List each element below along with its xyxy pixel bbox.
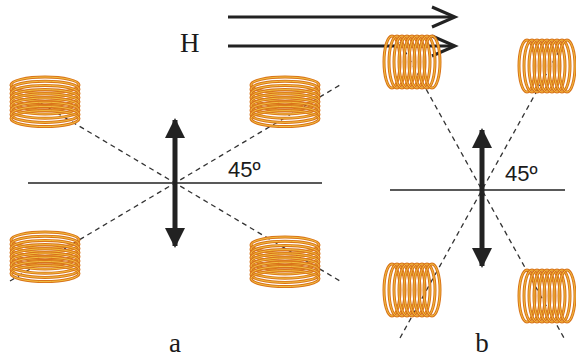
coil [11,232,79,282]
coil [384,264,440,316]
coils [11,36,575,322]
coil [251,237,319,287]
guide-lines [10,85,340,281]
coil [519,270,575,322]
field-label: H [180,30,200,57]
angle-label: 45º [228,159,261,181]
coil [251,77,319,127]
panel-label: b [475,330,489,357]
coil [384,36,440,88]
coil [519,40,575,92]
panel-label: a [169,330,181,357]
angle-label: 45º [505,163,538,185]
coil [11,77,79,127]
